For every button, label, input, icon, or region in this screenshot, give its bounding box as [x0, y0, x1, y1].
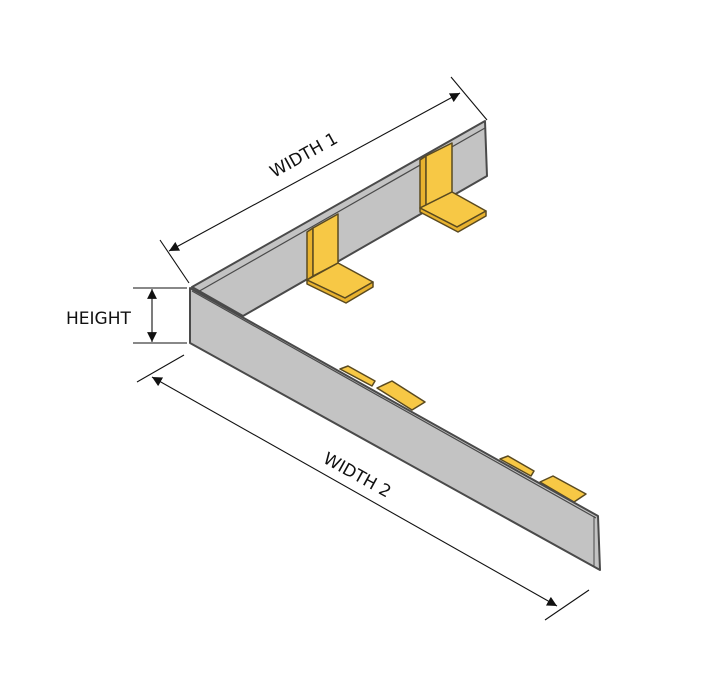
height-label: HEIGHT: [66, 309, 131, 329]
extension-line: [450, 76, 488, 121]
width1-label: WIDTH 1: [267, 129, 342, 183]
extension-line: [159, 239, 190, 284]
front-wall: [189, 287, 601, 571]
dimension-arrow: [168, 92, 461, 252]
dimension-arrow: [151, 376, 558, 607]
extension-line: [544, 589, 590, 621]
width2-label: WIDTH 2: [320, 449, 395, 503]
extension-line: [136, 354, 185, 383]
height-dimension: HEIGHT: [66, 287, 187, 344]
